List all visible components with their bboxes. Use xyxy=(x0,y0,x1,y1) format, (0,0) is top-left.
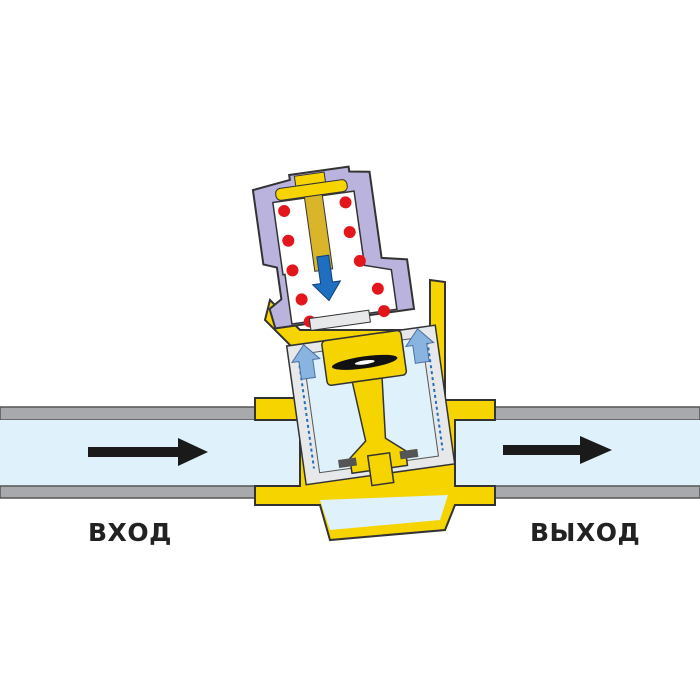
outlet-flow-arrow xyxy=(503,436,612,464)
spring xyxy=(278,196,391,328)
inlet-label: ВХОД xyxy=(88,518,172,547)
pressure-arrow-left xyxy=(290,343,321,380)
force-arrow xyxy=(311,254,342,302)
inlet-flow-arrow xyxy=(88,438,208,466)
pressure-arrow-right xyxy=(404,327,435,364)
outlet-label: ВЫХОД xyxy=(530,518,641,547)
bonnet-cap xyxy=(251,165,416,331)
cartridge xyxy=(285,324,456,487)
